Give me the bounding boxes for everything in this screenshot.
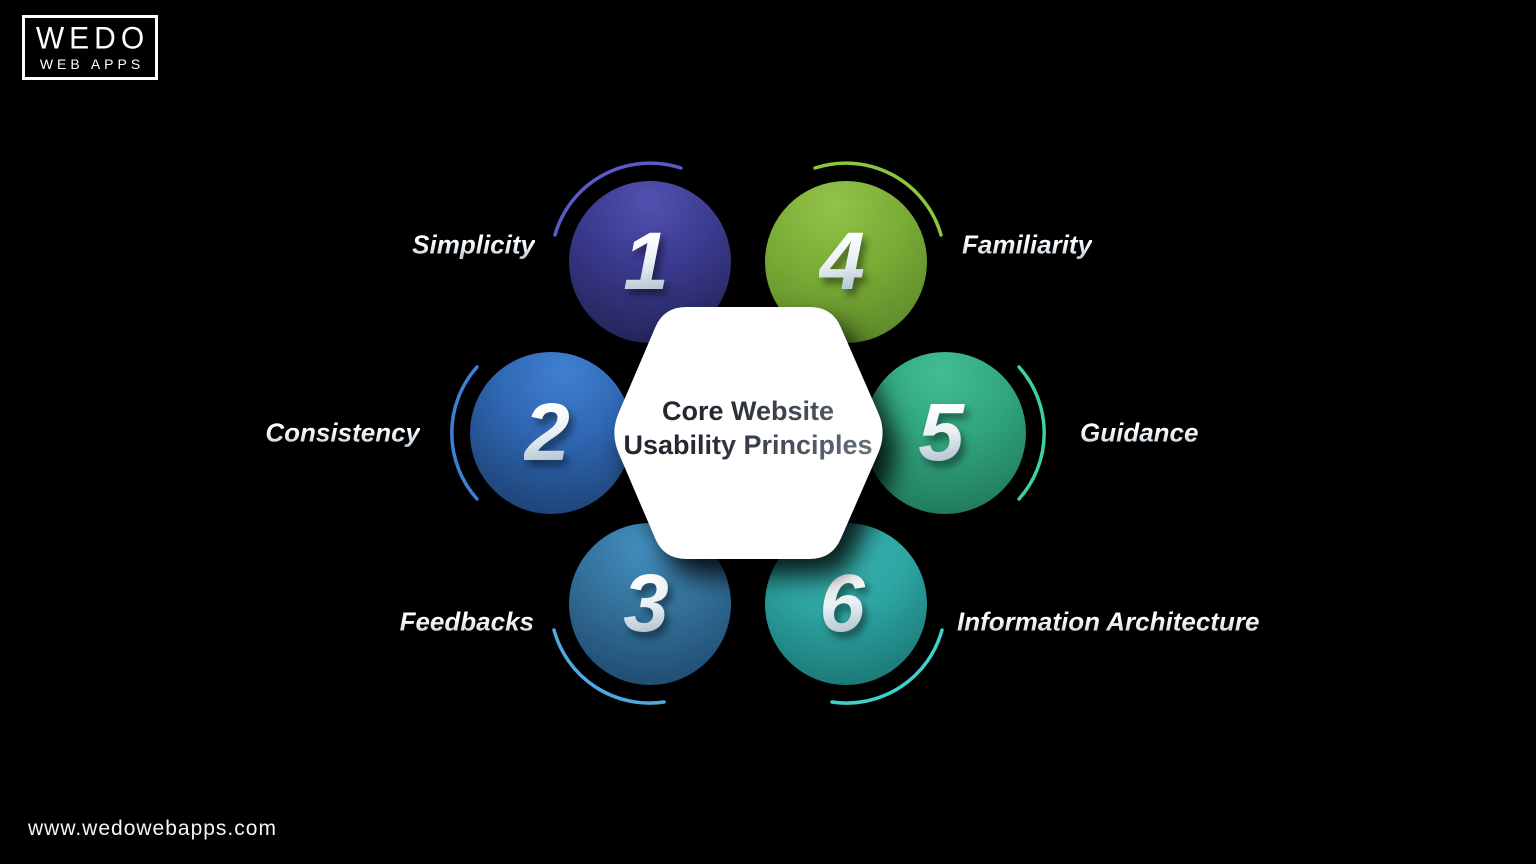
circle-feedbacks: 3	[569, 523, 731, 685]
circle-number-3: 3	[623, 563, 677, 645]
circle-number-4: 4	[819, 221, 873, 303]
circle-number-5: 5	[918, 392, 972, 474]
circle-number-1: 1	[623, 221, 677, 303]
circle-consistency: 2	[470, 352, 632, 514]
center-title-line1: Core Website	[661, 396, 835, 426]
label-simplicity: Simplicity	[412, 229, 535, 260]
label-guidance: Guidance	[1080, 417, 1199, 448]
label-consistency: Consistency	[265, 417, 420, 448]
brand-logo: WEDO WEB APPS	[22, 15, 158, 80]
circle-number-2: 2	[524, 392, 578, 474]
label-information-architecture: Information Architecture	[957, 606, 1260, 637]
center-title-line2: Usability Principles	[623, 430, 873, 460]
circle-information-architecture: 6	[765, 523, 927, 685]
brand-logo-line1: WEDO	[35, 20, 150, 56]
circle-familiarity: 4	[765, 181, 927, 343]
label-familiarity: Familiarity	[962, 229, 1093, 260]
circle-guidance: 5	[864, 352, 1026, 514]
center-title: Core Website Usability Principles	[608, 394, 888, 462]
website-url: www.wedowebapps.com	[28, 817, 277, 840]
label-feedbacks: Feedbacks	[399, 606, 534, 637]
circle-number-6: 6	[819, 563, 873, 645]
circle-simplicity: 1	[569, 181, 731, 343]
brand-logo-line2: WEB APPS	[39, 55, 145, 72]
